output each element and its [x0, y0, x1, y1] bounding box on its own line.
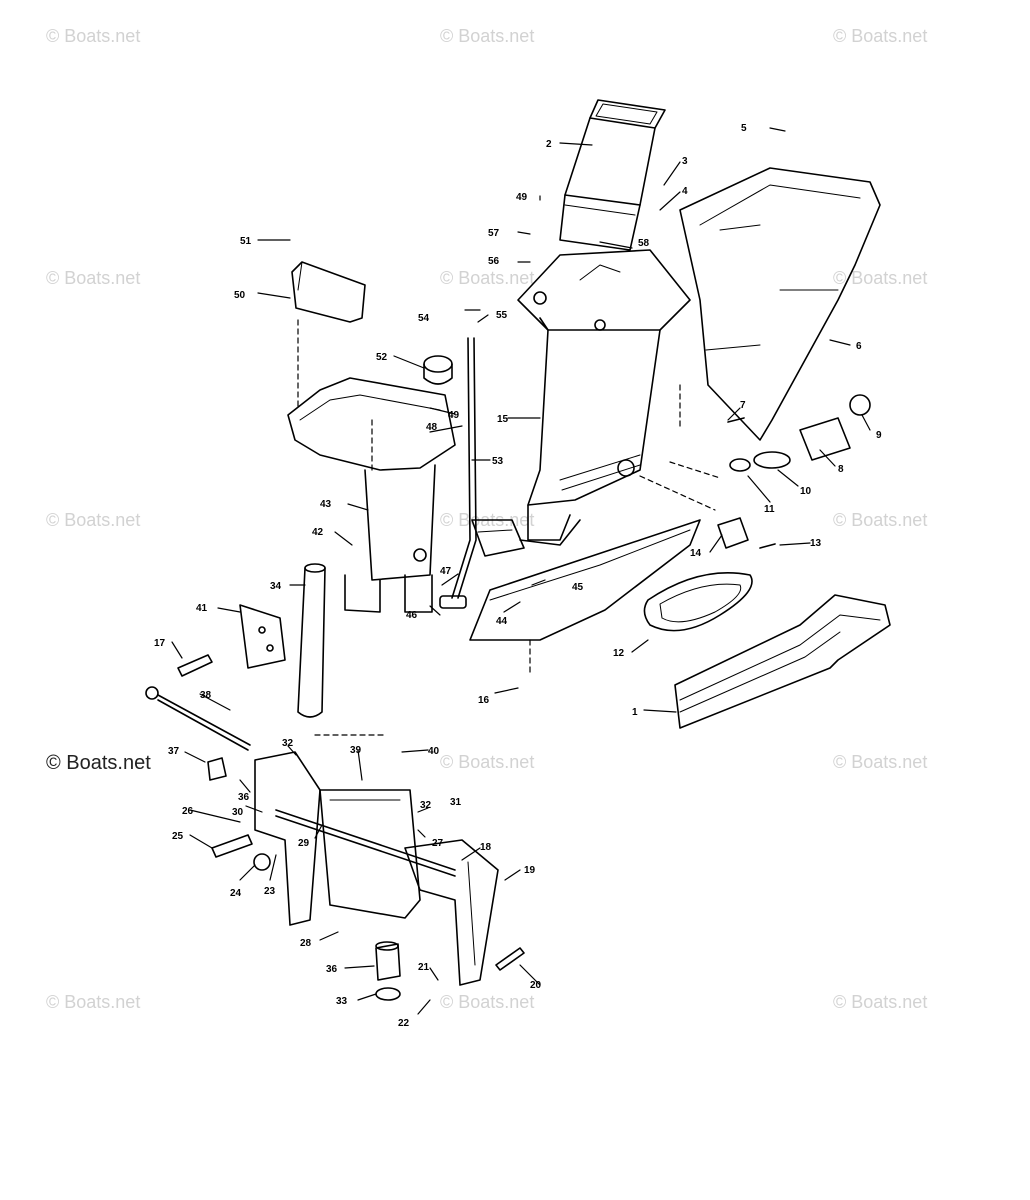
part-number-label: 47: [440, 566, 452, 577]
part-number-label: 1: [632, 707, 638, 718]
part-number-label: 14: [690, 548, 702, 559]
part-number-label: 5: [741, 123, 747, 134]
exhaust-tube-part: [559, 99, 666, 251]
part-number-label: 42: [312, 527, 324, 538]
watermark: © Boats.net: [440, 992, 535, 1012]
lower-housing-plate-part: [469, 519, 701, 641]
part-number-label: 29: [298, 838, 310, 849]
part-number-label: 13: [810, 538, 822, 549]
part-number-label: 36: [238, 792, 250, 803]
bolts-part: [177, 543, 776, 971]
part-number-label: 56: [488, 256, 500, 267]
clamp-bracket-part: [254, 751, 499, 986]
part-number-label: 25: [172, 831, 184, 842]
part-number-label: 31: [450, 797, 462, 808]
watermark: © Boats.net: [833, 268, 928, 288]
part-number-labels: 1 2 3 4 5 6 7 8 9 10 11 12 13 14 15 16 1…: [154, 123, 882, 1029]
side-cover-part: [679, 167, 881, 441]
part-number-label: 32: [282, 738, 294, 749]
watermark: © Boats.net: [833, 752, 928, 772]
part-number-label: 21: [418, 962, 430, 973]
part-number-label: 23: [264, 886, 276, 897]
part-number-label: 30: [232, 807, 244, 818]
part-number-label: 22: [398, 1018, 410, 1029]
part-number-label: 26: [182, 806, 194, 817]
part-number-label: 32: [420, 800, 432, 811]
part-number-label: 41: [196, 603, 208, 614]
watermark: © Boats.net: [46, 992, 141, 1012]
leader-lines: [171, 127, 871, 1015]
part-number-label: 6: [856, 341, 862, 352]
part-number-label: 51: [240, 236, 252, 247]
part-number-label: 54: [418, 313, 430, 324]
long-bolt-part: [145, 686, 251, 751]
part-number-label: 28: [300, 938, 312, 949]
seal-ring-part: [643, 572, 753, 632]
part-number-label: 50: [234, 290, 246, 301]
part-number-label: 49: [516, 192, 528, 203]
part-number-label: 43: [320, 499, 332, 510]
watermark: © Boats.net: [440, 268, 535, 288]
watermark: © Boats.net: [46, 26, 141, 46]
part-number-label: 19: [524, 865, 536, 876]
grommet-part: [423, 355, 453, 385]
part-number-label: 49: [448, 410, 460, 421]
part-number-label: 18: [480, 842, 492, 853]
part-number-label: 46: [406, 610, 418, 621]
part-number-label: 53: [492, 456, 504, 467]
part-number-label: 40: [428, 746, 440, 757]
part-number-label: 11: [764, 504, 775, 515]
part-number-label: 48: [426, 422, 438, 433]
part-number-label: 7: [740, 400, 746, 411]
part-number-label: 3: [682, 156, 688, 167]
small-parts-part: [717, 394, 871, 549]
guide-lines: [297, 319, 721, 736]
part-number-label: 52: [376, 352, 388, 363]
watermark: © Boats.net: [833, 992, 928, 1012]
mount-part: [471, 519, 525, 557]
watermark: © Boats.net: [440, 26, 535, 46]
plate-part: [239, 604, 286, 669]
part-number-label: 8: [838, 464, 844, 475]
part-number-label: 33: [336, 996, 348, 1007]
watermark: © Boats.net: [46, 752, 151, 774]
tube-part: [297, 563, 326, 718]
part-number-label: 10: [800, 486, 812, 497]
rod-part: [439, 337, 477, 609]
part-number-label: 15: [497, 414, 509, 425]
part-number-label: 27: [432, 838, 444, 849]
part-number-label: 39: [350, 745, 362, 756]
part-number-label: 36: [326, 964, 338, 975]
part-number-label: 2: [546, 139, 552, 150]
part-number-label: 24: [230, 888, 242, 899]
part-number-label: 57: [488, 228, 500, 239]
part-number-label: 12: [613, 648, 625, 659]
part-number-label: 44: [496, 616, 508, 627]
part-number-label: 16: [478, 695, 490, 706]
part-number-label: 9: [876, 430, 882, 441]
watermark: © Boats.net: [833, 510, 928, 530]
part-number-label: 4: [682, 186, 688, 197]
part-number-label: 38: [200, 690, 212, 701]
drive-shaft-housing-part: [517, 249, 691, 541]
steering-bracket-part: [287, 377, 456, 613]
watermark: © Boats.net: [46, 510, 141, 530]
watermark: © Boats.net: [440, 752, 535, 772]
bushing-part: [207, 757, 401, 1001]
part-number-label: 34: [270, 581, 282, 592]
cover-part: [291, 261, 366, 323]
watermark: © Boats.net: [833, 26, 928, 46]
part-number-label: 37: [168, 746, 180, 757]
part-number-label: 17: [154, 638, 166, 649]
part-number-label: 20: [530, 980, 542, 991]
watermark: © Boats.net: [46, 268, 141, 288]
part-number-label: 55: [496, 310, 508, 321]
part-number-label: 45: [572, 582, 584, 593]
part-number-label: 58: [638, 238, 650, 249]
decal-part: [674, 594, 891, 729]
